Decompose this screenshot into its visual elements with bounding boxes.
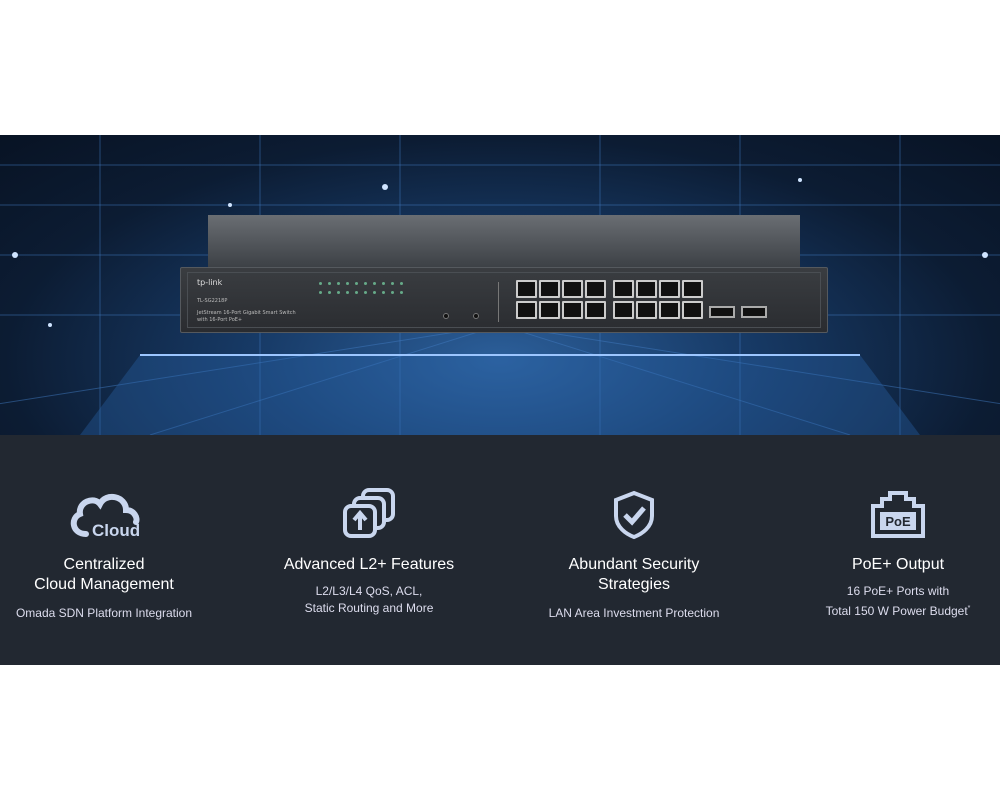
feature-title: Centralized	[63, 556, 145, 573]
hero-banner: tp-link TL-SG2218P JetStream 16-Port Gig…	[0, 135, 1000, 435]
poe-port-icon: PoE	[768, 485, 1000, 540]
feature-subtitle: LAN Area Investment Protection	[548, 606, 720, 620]
feature-subtitle: 16 PoE+ Ports with	[846, 584, 950, 598]
feature-subtitle: Static Routing and More	[304, 601, 434, 615]
sfp-port	[709, 306, 735, 318]
network-switch-image: tp-link TL-SG2218P JetStream 16-Port Gig…	[180, 215, 828, 335]
layers-upload-icon	[239, 485, 499, 540]
feature-title: Advanced L2+ Features	[283, 556, 455, 573]
svg-text:Cloud: Cloud	[92, 521, 140, 540]
mode-button	[443, 313, 449, 319]
feature-l2-features: Advanced L2+ Features L2/L3/L4 QoS, ACL,…	[239, 485, 499, 617]
model-label: TL-SG2218P	[197, 298, 228, 304]
feature-title: Cloud Management	[34, 576, 174, 593]
shield-check-icon	[504, 485, 764, 540]
feature-subtitle: Total 150 W Power Budget	[825, 604, 968, 618]
cloud-icon: Cloud	[0, 485, 234, 540]
footnote-mark: *	[967, 605, 971, 612]
reset-button	[473, 313, 479, 319]
status-leds	[299, 282, 499, 322]
sfp-port	[741, 306, 767, 318]
feature-subtitle: L2/L3/L4 QoS, ACL,	[315, 584, 423, 598]
model-description: JetStream 16-Port Gigabit Smart Switch w…	[197, 310, 296, 323]
feature-title: PoE+ Output	[851, 556, 945, 573]
svg-text:PoE: PoE	[885, 514, 911, 529]
feature-subtitle: Omada SDN Platform Integration	[15, 606, 193, 620]
brand-logo: tp-link	[197, 278, 223, 287]
rj45-ports	[516, 280, 704, 319]
feature-title: Abundant Security	[568, 556, 700, 573]
feature-title: Strategies	[597, 576, 671, 593]
